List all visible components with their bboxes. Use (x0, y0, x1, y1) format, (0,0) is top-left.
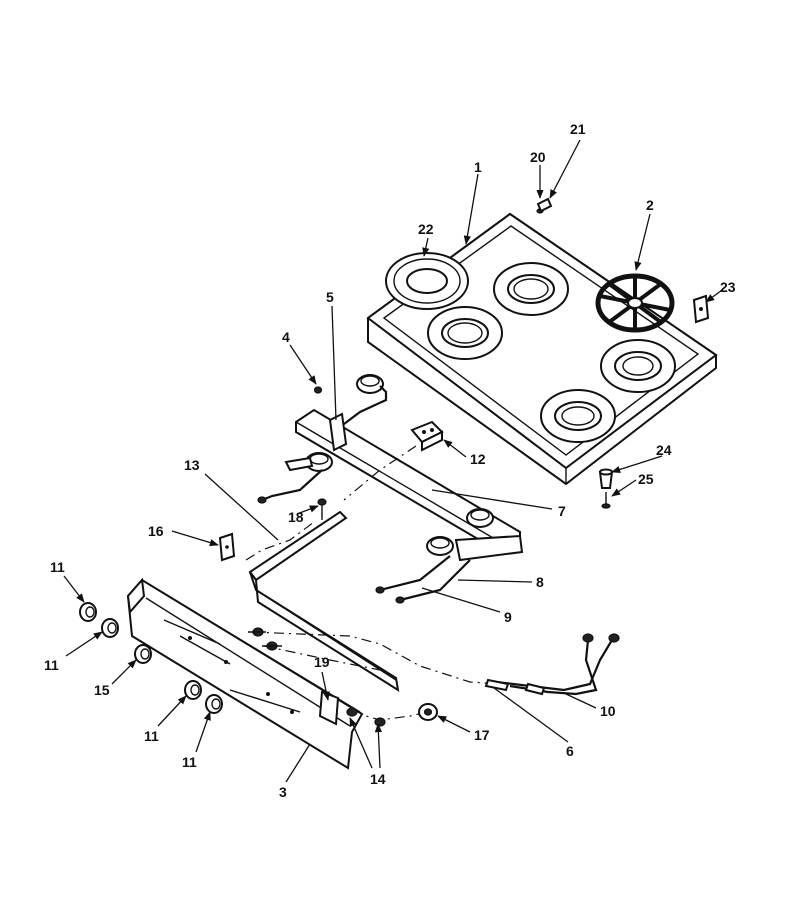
callout-25: 25 (638, 471, 654, 487)
burner-front-left (257, 452, 333, 504)
leader-lines (63, 139, 723, 783)
callout-4: 4 (282, 329, 290, 345)
burner-ring-rear-right (600, 339, 676, 393)
callout-1: 1 (474, 159, 482, 175)
callout-10: 10 (600, 703, 616, 719)
control-panel (126, 577, 364, 770)
fastener-screw (317, 498, 327, 520)
leg-foot (598, 468, 614, 509)
small-screw-and-clip (536, 197, 553, 214)
control-knob-2 (101, 618, 119, 638)
callout-3: 3 (279, 784, 287, 800)
callout-12: 12 (470, 451, 486, 467)
callout-2: 2 (646, 197, 654, 213)
spark-module (410, 420, 444, 452)
clock-knob (418, 703, 438, 721)
callout-23: 23 (720, 279, 736, 295)
support-bracket (328, 412, 348, 452)
mounting-clip (218, 532, 236, 562)
callout-9: 9 (504, 609, 512, 625)
callout-17: 17 (474, 727, 490, 743)
callout-19: 19 (314, 654, 330, 670)
control-knob-3 (134, 644, 152, 664)
top-screw (313, 386, 323, 394)
control-knob-5 (205, 694, 223, 714)
callout-16: 16 (148, 523, 164, 539)
callout-22: 22 (418, 221, 434, 237)
burner-front-right (375, 534, 524, 604)
drip-bowl (385, 252, 469, 310)
callout-11-a: 11 (50, 559, 65, 575)
callout-labels: 1 2 3 4 5 6 7 8 9 10 11 11 11 11 12 13 1… (44, 121, 736, 800)
manifold-bar (295, 408, 521, 554)
callout-8: 8 (536, 574, 544, 590)
callout-18: 18 (288, 509, 304, 525)
callout-24: 24 (656, 442, 672, 458)
wire-harness (484, 633, 620, 696)
control-knob-4 (184, 680, 202, 700)
burner-rear-left (343, 374, 388, 425)
callout-5: 5 (326, 289, 334, 305)
callout-6: 6 (566, 743, 574, 759)
burner-ring-front-right (540, 389, 616, 443)
burner-grate (595, 273, 675, 333)
callout-21: 21 (570, 121, 586, 137)
burner-rear-right (466, 508, 494, 528)
callout-13: 13 (184, 457, 200, 473)
control-knob-1 (79, 602, 97, 622)
callout-15: 15 (94, 682, 110, 698)
burner-ring-rear-left (493, 262, 569, 316)
callout-14: 14 (370, 771, 386, 787)
callout-11-b: 11 (44, 657, 59, 673)
callout-11-d: 11 (182, 754, 197, 770)
callout-7: 7 (558, 503, 566, 519)
callout-11-c: 11 (144, 728, 159, 744)
callout-20: 20 (530, 149, 546, 165)
burner-ring-front-left (427, 306, 503, 360)
side-bracket (692, 294, 710, 324)
